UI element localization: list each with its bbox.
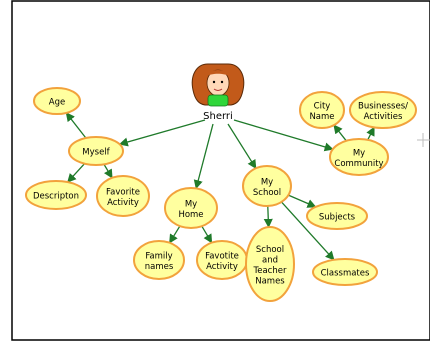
edge-my-community-to-city-name	[333, 124, 347, 142]
node-shape	[25, 180, 87, 210]
node-label: Community	[334, 159, 383, 169]
node-shape	[329, 138, 389, 176]
node-shape	[245, 226, 295, 302]
node-label: names	[145, 262, 174, 272]
node-label: Favorite	[106, 187, 140, 197]
crosshair-icon	[417, 133, 430, 147]
node-label: Name	[309, 112, 334, 122]
node-description[interactable]: Descripton	[25, 180, 87, 210]
node-shape	[242, 165, 292, 207]
edge-myself-to-favorite-activity	[103, 164, 113, 179]
node-shape	[68, 136, 124, 166]
node-shape	[349, 91, 417, 129]
edges-layer	[65, 112, 375, 261]
center-node-label: Sherri	[203, 111, 233, 122]
node-age[interactable]: Age	[33, 87, 81, 115]
node-shape	[96, 175, 150, 217]
edge-my-home-to-family-names	[169, 225, 181, 244]
edge-my-school-to-subjects	[288, 194, 317, 208]
node-label: Names	[255, 276, 285, 286]
node-shape	[306, 202, 368, 230]
node-shape	[299, 91, 345, 129]
node-label: My	[353, 148, 365, 158]
node-label: Family	[145, 251, 172, 261]
node-label: Favotite	[205, 251, 239, 261]
node-label: and	[262, 255, 278, 265]
node-shape	[312, 258, 378, 286]
node-subjects[interactable]: Subjects	[306, 202, 368, 230]
edge-sherri-to-my-home	[193, 123, 214, 190]
edge-myself-to-description	[67, 163, 85, 183]
node-label: Teacher	[253, 266, 287, 276]
edge-my-school-to-classmates	[280, 201, 335, 261]
edge-myself-to-age	[65, 112, 87, 139]
node-myself[interactable]: Myself	[68, 136, 124, 166]
node-label: Home	[178, 210, 203, 220]
node-label: Activities	[364, 112, 403, 122]
edge-sherri-to-myself	[118, 119, 206, 147]
girl-avatar-icon[interactable]	[191, 63, 245, 107]
node-shape	[33, 87, 81, 115]
node-label: School	[256, 245, 284, 255]
node-label: Descripton	[33, 192, 79, 202]
node-label: Activity	[107, 198, 139, 208]
node-classmates[interactable]: Classmates	[312, 258, 378, 286]
node-label: Myself	[82, 148, 110, 158]
edge-my-community-to-businesses-activities	[366, 126, 375, 141]
node-label: My	[185, 199, 197, 209]
edge-sherri-to-my-school	[227, 123, 257, 170]
node-label: Activity	[206, 262, 238, 272]
node-label: Age	[49, 98, 65, 108]
node-label: Classmates	[321, 269, 370, 279]
node-label: School	[253, 188, 281, 198]
node-label: My	[261, 177, 273, 187]
edge-my-school-to-school-teacher-names	[263, 205, 273, 228]
node-shape	[133, 240, 185, 280]
node-shape	[164, 187, 218, 229]
node-label: City	[314, 101, 331, 111]
node-label: Businesses/	[358, 101, 408, 111]
node-businesses-activities[interactable]: Businesses/Activities	[349, 91, 417, 129]
edge-my-home-to-favotite-activity	[201, 225, 213, 244]
edge-sherri-to-my-community	[233, 119, 334, 152]
node-label: Subjects	[319, 213, 356, 223]
